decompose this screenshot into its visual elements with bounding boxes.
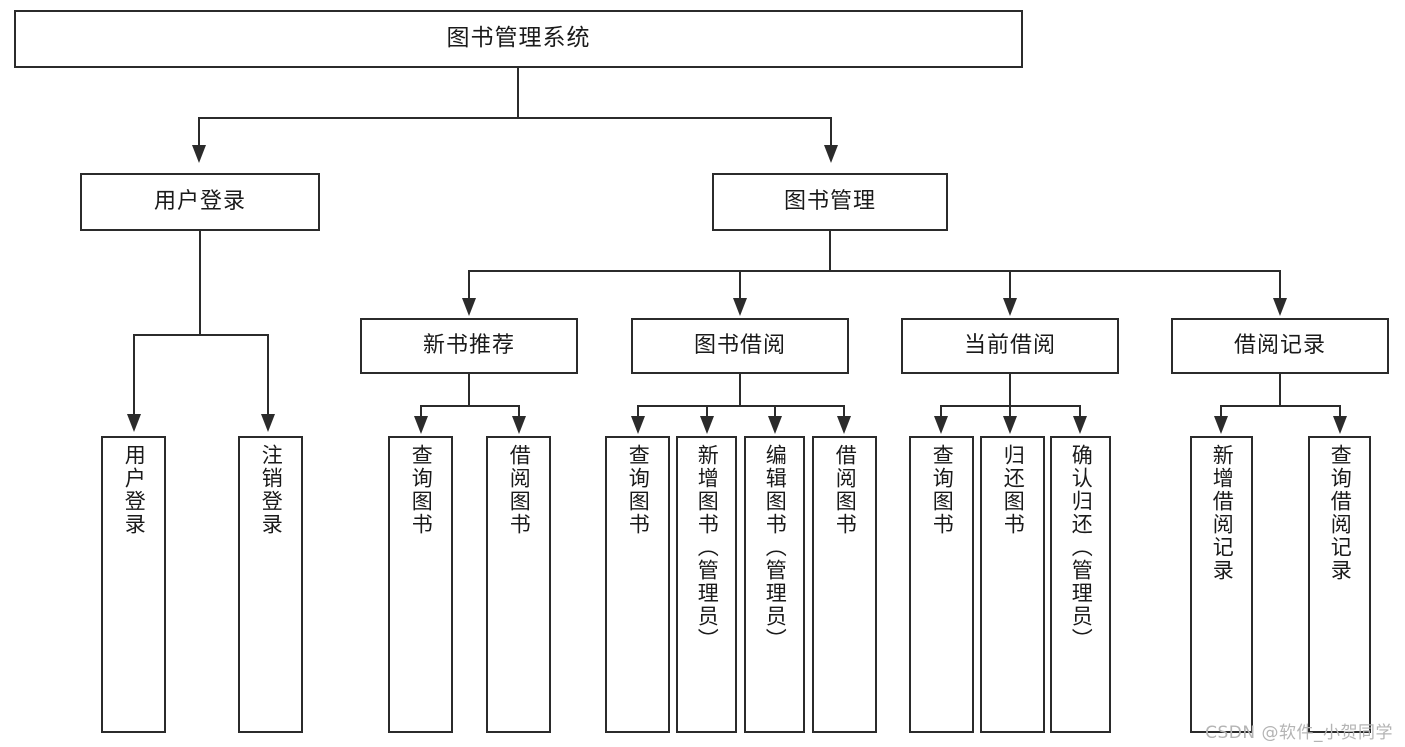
connector-drop-new-book-rec	[468, 270, 470, 300]
connector-nbr-bus	[420, 405, 518, 407]
connector-drop-leaf-add-book	[706, 405, 708, 419]
node-label: 归还图书	[1001, 444, 1026, 536]
node-label: 确认归还（管理员）	[1069, 444, 1094, 651]
connector-drop-leaf-query-book-1	[420, 405, 422, 419]
node-leaf-query-book-1[interactable]: 查询图书	[388, 436, 453, 733]
connector-drop-leaf-edit-book	[774, 405, 776, 419]
node-label: 用户登录	[122, 444, 147, 536]
arrow-book-manage	[824, 145, 838, 163]
node-label: 查询图书	[626, 444, 651, 536]
node-leaf-query-book-2[interactable]: 查询图书	[605, 436, 670, 733]
connector-drop-leaf-return-book	[1009, 405, 1011, 419]
arrow-user-login	[192, 145, 206, 163]
arrow-leaf-logout	[261, 414, 275, 432]
arrow-leaf-query-book-3	[934, 416, 948, 434]
node-label: 借阅记录	[1233, 333, 1326, 359]
node-label: 借阅图书	[507, 444, 532, 536]
node-label: 图书借阅	[693, 333, 786, 359]
connector-drop-current-borrow	[1009, 270, 1011, 300]
arrow-leaf-query-record	[1333, 416, 1347, 434]
connector-level2-bus	[198, 117, 832, 119]
node-leaf-user-login[interactable]: 用户登录	[101, 436, 166, 733]
arrow-book-borrow	[733, 298, 747, 316]
node-label: 注销登录	[259, 444, 284, 536]
node-label: 新增图书（管理员）	[695, 444, 720, 651]
connector-drop-leaf-user-login	[133, 334, 135, 416]
node-leaf-edit-book[interactable]: 编辑图书（管理员）	[744, 436, 805, 733]
node-label: 查询图书	[409, 444, 434, 536]
connector-drop-leaf-query-book-2	[637, 405, 639, 419]
csdn-watermark: CSDN @软件_小贺同学	[1205, 723, 1393, 743]
node-leaf-logout[interactable]: 注销登录	[238, 436, 303, 733]
connector-cb-stem	[1009, 374, 1011, 406]
node-label: 新书推荐	[422, 333, 515, 359]
connector-drop-leaf-borrow-book-2	[843, 405, 845, 419]
connector-drop-book-borrow	[739, 270, 741, 300]
connector-drop-leaf-borrow-book-1	[518, 405, 520, 419]
arrow-leaf-return-book	[1003, 416, 1017, 434]
arrow-leaf-edit-book	[768, 416, 782, 434]
node-new-book-recommend[interactable]: 新书推荐	[360, 318, 578, 374]
arrow-borrow-record	[1273, 298, 1287, 316]
node-label: 编辑图书（管理员）	[763, 444, 788, 651]
node-label: 查询图书	[930, 444, 955, 536]
node-label: 查询借阅记录	[1328, 444, 1353, 582]
arrow-leaf-add-record	[1214, 416, 1228, 434]
connector-user-login-stem	[199, 231, 201, 335]
arrow-leaf-query-book-2	[631, 416, 645, 434]
connector-level3-bus	[468, 270, 1280, 272]
arrow-current-borrow	[1003, 298, 1017, 316]
node-borrow-record[interactable]: 借阅记录	[1171, 318, 1389, 374]
arrow-leaf-borrow-book-2	[837, 416, 851, 434]
connector-drop-leaf-add-record	[1220, 405, 1222, 419]
connector-br-stem	[1279, 374, 1281, 406]
node-leaf-add-record[interactable]: 新增借阅记录	[1190, 436, 1253, 733]
node-book-manage[interactable]: 图书管理	[712, 173, 948, 231]
connector-drop-book-manage	[830, 117, 832, 147]
connector-nbr-stem	[468, 374, 470, 406]
node-leaf-borrow-book-2[interactable]: 借阅图书	[812, 436, 877, 733]
connector-bb-stem	[739, 374, 741, 406]
node-label: 图书管理系统	[446, 25, 591, 52]
arrow-leaf-query-book-1	[414, 416, 428, 434]
node-current-borrow[interactable]: 当前借阅	[901, 318, 1119, 374]
node-leaf-query-record[interactable]: 查询借阅记录	[1308, 436, 1371, 733]
node-label: 当前借阅	[963, 333, 1056, 359]
connector-drop-user-login	[198, 117, 200, 147]
connector-drop-leaf-query-book-3	[940, 405, 942, 419]
arrow-new-book-rec	[462, 298, 476, 316]
node-label: 图书管理	[783, 189, 876, 215]
arrow-leaf-borrow-book-1	[512, 416, 526, 434]
connector-br-bus	[1220, 405, 1339, 407]
node-root-system[interactable]: 图书管理系统	[14, 10, 1023, 68]
node-leaf-add-book[interactable]: 新增图书（管理员）	[676, 436, 737, 733]
node-label: 新增借阅记录	[1210, 444, 1235, 582]
connector-drop-leaf-query-record	[1339, 405, 1341, 419]
connector-drop-borrow-record	[1279, 270, 1281, 300]
connector-bb-bus	[637, 405, 844, 407]
node-leaf-return-book[interactable]: 归还图书	[980, 436, 1045, 733]
arrow-leaf-confirm-return	[1073, 416, 1087, 434]
connector-drop-leaf-confirm-return	[1079, 405, 1081, 419]
node-book-borrow[interactable]: 图书借阅	[631, 318, 849, 374]
node-label: 用户登录	[153, 189, 246, 215]
node-leaf-borrow-book-1[interactable]: 借阅图书	[486, 436, 551, 733]
connector-drop-leaf-logout	[267, 334, 269, 416]
node-leaf-query-book-3[interactable]: 查询图书	[909, 436, 974, 733]
arrow-leaf-add-book	[700, 416, 714, 434]
connector-user-login-bus	[133, 334, 267, 336]
node-leaf-confirm-return[interactable]: 确认归还（管理员）	[1050, 436, 1111, 733]
connector-book-manage-stem	[829, 231, 831, 272]
node-label: 借阅图书	[833, 444, 858, 536]
arrow-leaf-user-login	[127, 414, 141, 432]
node-user-login[interactable]: 用户登录	[80, 173, 320, 231]
connector-root-stem	[517, 68, 519, 118]
